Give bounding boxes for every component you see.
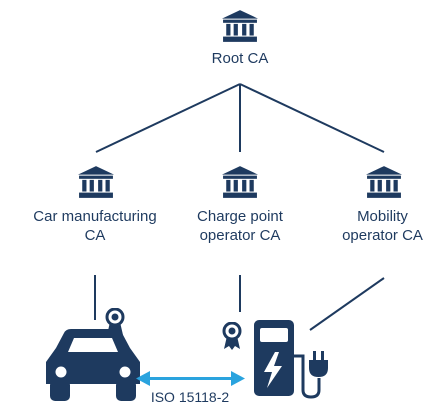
car-manufacturing-ca-line1: Car manufacturing: [33, 208, 157, 225]
iso-15118-2-label-text: ISO 15118-2: [150, 389, 230, 405]
mobility-operator-ca-label: Mobility operator CA: [325, 207, 440, 245]
car-icon: [46, 329, 140, 401]
iso-15118-2-label: ISO 15118-2: [130, 388, 250, 407]
hierarchy-lines: [94, 83, 385, 331]
charger-certificate-award-ribbon-icon: [222, 322, 242, 350]
line-root-to-mobility-ca: [239, 83, 385, 153]
mobility-operator-ca-line2: operator CA: [342, 227, 423, 244]
car-manufacturing-ca-label: Car manufacturing CA: [6, 207, 184, 245]
charge-point-ca-bank-icon: [222, 166, 258, 198]
mobility-ca-bank-icon: [366, 166, 402, 198]
charging-station-icon: [254, 320, 321, 399]
root-ca-label: Root CA: [190, 49, 290, 68]
charge-point-operator-ca-line1: Charge point: [197, 208, 283, 225]
iso-15118-2-double-arrow: [136, 371, 245, 386]
root-ca-bank-icon: [222, 10, 258, 42]
car-manufacturing-ca-bank-icon: [78, 166, 114, 198]
charge-point-operator-ca-label: Charge point operator CA: [175, 207, 305, 245]
root-ca-label-text: Root CA: [211, 50, 269, 67]
line-root-to-car-ca: [95, 83, 241, 153]
line-mobility-ca-to-charger: [309, 277, 385, 331]
power-plug-icon: [309, 351, 328, 377]
mobility-operator-ca-line1: Mobility: [357, 208, 408, 225]
car-manufacturing-ca-line2: CA: [84, 227, 106, 244]
charge-point-operator-ca-line2: operator CA: [199, 227, 281, 244]
